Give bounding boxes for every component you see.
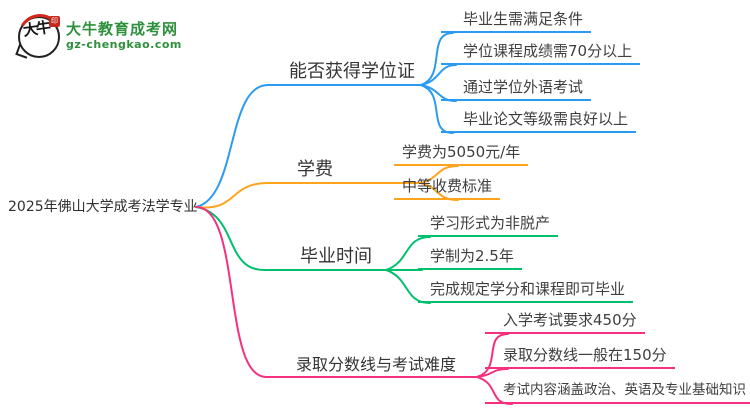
logo-seal-stamp-icon: 印 <box>49 16 60 27</box>
logo-site-url: gz-chengkao.com <box>66 38 182 51</box>
branch-line-degree-child-1 <box>420 32 454 86</box>
child-node-degree-1[interactable]: 毕业生需满足条件 <box>441 10 592 33</box>
child-node-graduation-2[interactable]: 学制为2.5年 <box>418 247 522 270</box>
branch-line-admission-child-2 <box>476 368 509 378</box>
branch-line-degree <box>195 84 422 208</box>
branch-line-tuition-child-1 <box>419 165 459 184</box>
branch-label-admission[interactable]: 录取分数线与考试难度 <box>296 355 457 374</box>
site-logo: 大牛 印 大牛教育成考网 gz-chengkao.com <box>13 9 182 63</box>
branch-line-degree-child-2 <box>420 64 457 86</box>
logo-badge: 大牛 印 <box>13 9 67 63</box>
child-node-tuition-2[interactable]: 中等收费标准 <box>394 177 501 200</box>
branch-line-graduation-child-1 <box>385 236 431 271</box>
child-node-admission-2[interactable]: 录取分数线一般在150分 <box>485 346 675 369</box>
root-node[interactable]: 2025年佛山大学成考法学专业 <box>8 199 198 215</box>
branch-label-graduation[interactable]: 毕业时间 <box>300 246 372 267</box>
child-node-admission-3[interactable]: 考试内容涵盖政治、英语及专业基础知识 <box>485 381 750 404</box>
logo-site-name: 大牛教育成考网 <box>66 20 179 38</box>
child-node-admission-1[interactable]: 入学考试要求450分 <box>485 311 645 334</box>
child-node-degree-2[interactable]: 学位课程成绩需70分以上 <box>441 42 641 65</box>
branch-label-degree[interactable]: 能否获得学位证 <box>289 61 415 82</box>
child-node-degree-4[interactable]: 毕业论文等级需良好以上 <box>441 110 637 133</box>
logo-calligraphy-text: 大牛 <box>21 18 51 40</box>
child-node-tuition-1[interactable]: 学费为5050元/年 <box>394 143 529 166</box>
branch-label-tuition[interactable]: 学费 <box>297 159 333 180</box>
child-node-degree-3[interactable]: 通过学位外语考试 <box>441 78 592 101</box>
branch-line-tuition <box>195 182 421 209</box>
branch-line-admission-child-1 <box>476 333 509 378</box>
logo-text-block: 大牛教育成考网 gz-chengkao.com <box>66 20 182 52</box>
child-node-graduation-1[interactable]: 学习形式为非脱产 <box>418 214 559 237</box>
branch-line-admission <box>195 205 478 378</box>
child-node-graduation-3[interactable]: 完成规定学分和课程即可毕业 <box>418 280 634 303</box>
